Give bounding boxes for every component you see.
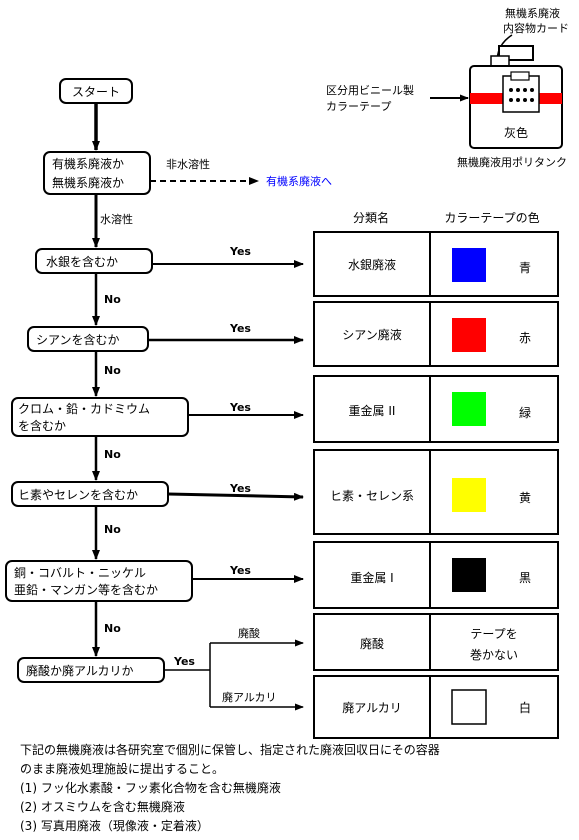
yes-label-heavy1: Yes — [229, 564, 251, 577]
table-row: 廃アルカリ 白 — [313, 675, 559, 739]
organic-branch-label: 非水溶性 — [166, 157, 210, 171]
no-label-5: No — [104, 622, 121, 635]
tank-body-color: 灰色 — [504, 126, 528, 140]
card-label-line2: 内容物カード — [503, 21, 569, 35]
note-item-1: (1) フッ化水素酸・フッ素化合物を含む無機廃液 — [20, 781, 281, 795]
no-label-3: No — [104, 448, 121, 461]
yes-label-arsenic: Yes — [229, 482, 251, 495]
heavy-metal-2-box — [11, 397, 189, 437]
color-swatch — [452, 392, 486, 426]
heavy-metal-1-box — [5, 560, 193, 602]
category-cell: 廃酸 — [360, 636, 384, 651]
tape-label-line1: 区分用ビニール製 — [326, 83, 414, 97]
arsenic-question: ヒ素やセレンを含むか — [18, 487, 138, 502]
color-name-cell: 青 — [519, 261, 531, 275]
no-label-4: No — [104, 523, 121, 536]
mercury-question: 水銀を含むか — [46, 254, 118, 269]
table-row: 水銀廃液 青 — [313, 231, 559, 297]
tape-label-line2: カラーテープ — [326, 100, 391, 113]
heavy-metal-2-line2: を含むか — [18, 418, 66, 433]
mercury-box — [35, 248, 153, 274]
table-row: シアン廃液 赤 — [313, 301, 559, 367]
table-row: 廃酸 テープを 巻かない — [313, 613, 559, 671]
color-note-line1: テープを — [470, 627, 517, 641]
heavy-metal-1-line2: 亜鉛・マンガン等を含むか — [14, 582, 158, 597]
color-swatch — [452, 318, 486, 352]
water-soluble-label: 水溶性 — [100, 212, 133, 226]
acid-branch-label: 廃酸 — [238, 626, 260, 640]
table-row: 重金属 II 緑 — [313, 375, 559, 443]
note-item-2: (2) オスミウムを含む無機廃液 — [20, 800, 185, 814]
heavy-metal-1-line1: 銅・コバルト・ニッケル — [14, 566, 146, 580]
yes-label-acid-alkali: Yes — [173, 655, 195, 668]
content-card-icon — [502, 75, 540, 113]
color-name-cell: 赤 — [519, 331, 531, 345]
category-cell: 水銀廃液 — [348, 257, 396, 272]
category-cell: 重金属 II — [349, 403, 396, 418]
color-swatch — [452, 558, 486, 592]
category-cell: ヒ素・セレン系 — [330, 489, 414, 503]
color-swatch — [451, 689, 487, 725]
poly-tank-illustration: 無機系廃液 内容物カード 灰色 区分用ビニール製 カラーテープ 無機廃液用ポリタ… — [326, 6, 569, 169]
category-cell: 重金属 I — [350, 570, 393, 585]
table-header-category: 分類名 — [353, 210, 389, 225]
alkali-branch-label: 廃アルカリ — [222, 690, 277, 704]
color-swatch — [452, 478, 486, 512]
organic-target-link[interactable]: 有機系廃液へ — [266, 174, 332, 188]
cyanide-question: シアンを含むか — [36, 332, 120, 347]
color-name-cell: 緑 — [519, 405, 531, 420]
color-name-cell: 黄 — [519, 491, 531, 505]
note-line-2: のまま廃液処理施設に提出すること。 — [20, 762, 225, 776]
no-label-2: No — [104, 364, 121, 377]
acid-alkali-question: 廃酸か廃アルカリか — [26, 663, 134, 678]
category-cell: シアン廃液 — [342, 327, 402, 342]
table-header-color: カラーテープの色 — [444, 211, 539, 225]
category-cell: 廃アルカリ — [342, 700, 402, 715]
yes-label-mercury: Yes — [229, 245, 251, 258]
color-name-cell: 白 — [519, 700, 531, 715]
start-label: スタート — [72, 85, 120, 99]
card-label-line1: 無機系廃液 — [505, 6, 560, 20]
card-tab — [510, 71, 530, 81]
tank-caption: 無機廃液用ポリタンク — [457, 155, 567, 169]
organic-question-line2: 無機系廃液か — [52, 175, 124, 190]
no-label-1: No — [104, 293, 121, 306]
yes-label-heavy2: Yes — [229, 401, 251, 414]
yes-label-cyanide: Yes — [229, 322, 251, 335]
table-row: 重金属 I 黒 — [313, 541, 559, 609]
table-row: ヒ素・セレン系 黄 — [313, 449, 559, 535]
organic-question-line1: 有機系廃液か — [52, 156, 124, 171]
note-line-1: 下記の無機廃液は各研究室で個別に保管し、指定された廃液回収日にその容器 — [20, 743, 440, 757]
color-name-cell: 黒 — [519, 571, 531, 585]
color-note-line2: 巻かない — [470, 648, 518, 662]
note-item-3: (3) 写真用廃液（現像液・定着液） — [20, 819, 209, 833]
card-dots — [509, 88, 534, 102]
heavy-metal-2-line1: クロム・鉛・カドミウム — [18, 402, 150, 416]
arrow-yes-arsenic — [167, 492, 304, 501]
color-swatch — [452, 248, 486, 282]
